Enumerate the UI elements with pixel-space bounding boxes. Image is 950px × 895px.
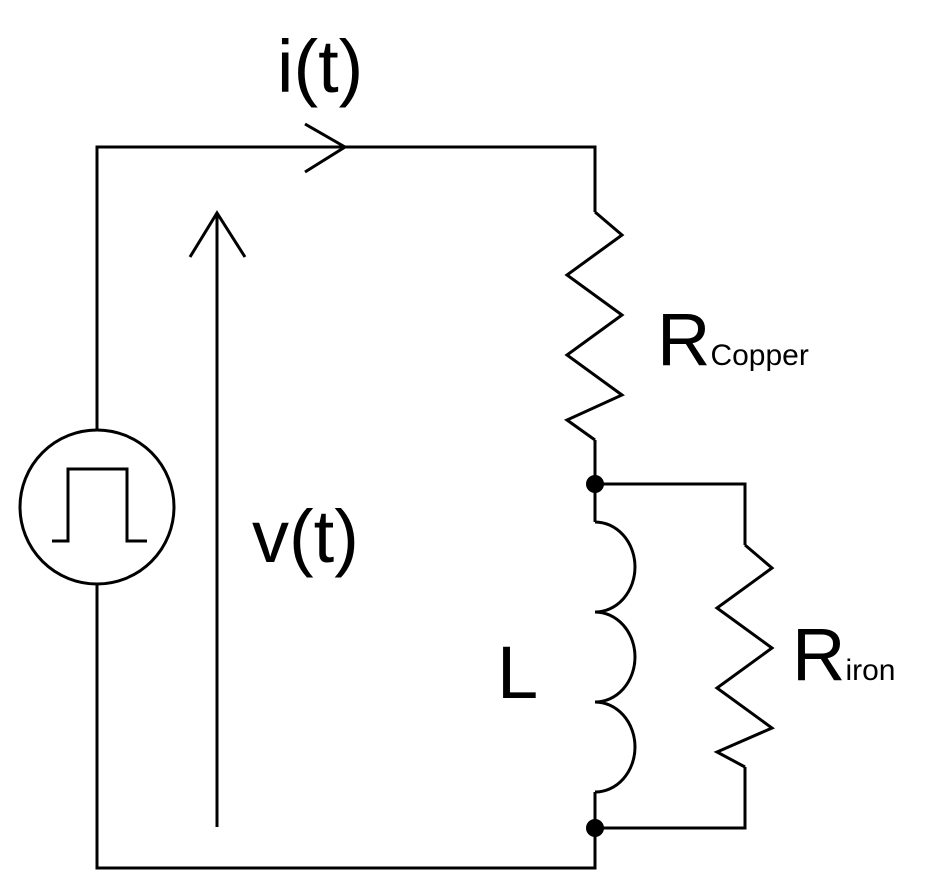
resistor-copper-label: RCopper bbox=[657, 298, 809, 381]
resistor-iron-label-sub: iron bbox=[845, 654, 895, 687]
resistor-iron-label-main: R bbox=[792, 613, 845, 696]
resistor-iron-label: Riron bbox=[792, 613, 895, 696]
voltage-arrow-icon bbox=[188, 210, 247, 827]
resistor-copper-label-sub: Copper bbox=[710, 339, 808, 372]
resistor-copper-icon bbox=[564, 210, 625, 442]
junction-dot-bottom bbox=[586, 819, 604, 837]
inductor-icon bbox=[594, 520, 637, 794]
iron-branch-top-wire bbox=[595, 482, 747, 545]
resistor-iron-icon bbox=[713, 543, 776, 769]
current-arrow-icon bbox=[304, 122, 348, 174]
junction-dot-top bbox=[586, 475, 604, 493]
top-wire bbox=[95, 145, 597, 430]
inductor-label: L bbox=[497, 631, 538, 714]
pulse-source-icon bbox=[18, 428, 176, 586]
voltage-label: v(t) bbox=[252, 495, 359, 578]
resistor-copper-label-main: R bbox=[657, 298, 710, 381]
left-bottom-wire bbox=[95, 585, 597, 870]
current-label: i(t) bbox=[277, 25, 363, 108]
iron-branch-bottom-wire bbox=[595, 767, 747, 830]
wires bbox=[95, 145, 747, 870]
